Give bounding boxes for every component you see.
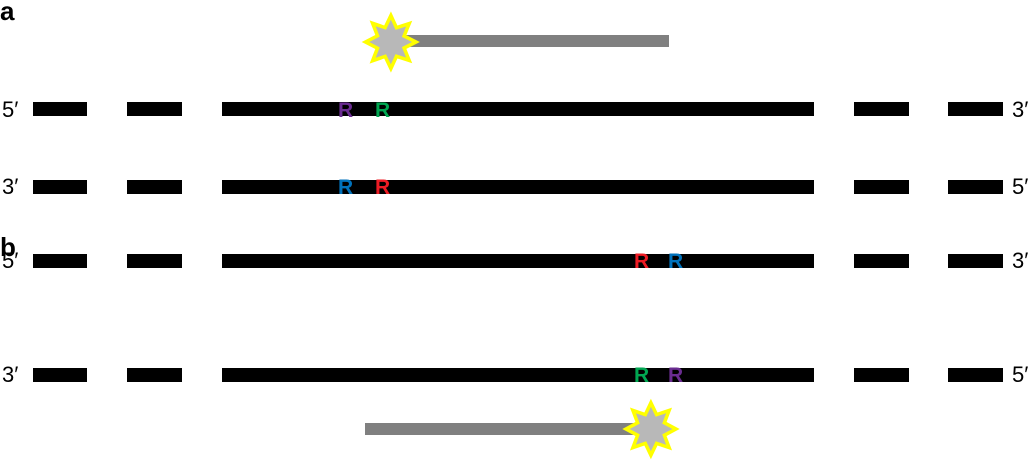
dna-segment — [127, 102, 182, 116]
dna-segment — [854, 180, 909, 194]
panel-b-bottom-base-1: R — [634, 364, 649, 387]
dna-segment — [948, 180, 1003, 194]
dna-segment — [854, 254, 909, 268]
panel-b-strand-top: 5′ R R 3′ — [2, 248, 1028, 273]
dna-segment — [127, 368, 182, 382]
panel-a-bottom-left-end-label: 3′ — [2, 174, 18, 199]
panel-b-bottom-left-end-label: 3′ — [2, 362, 18, 387]
panel-a-primer-strand — [392, 35, 669, 47]
dna-segment — [33, 102, 87, 116]
panel-b-top-base-2: R — [668, 250, 683, 273]
dna-segment — [33, 180, 87, 194]
panel-b-top-right-end-label: 3′ — [1012, 248, 1028, 273]
panel-a-fluorophore-star-icon — [361, 11, 420, 73]
panel-a-strand-top: 5′ R R 3′ — [2, 97, 1028, 122]
panel-a-top-base-1: R — [338, 99, 353, 122]
dna-segment — [222, 102, 814, 116]
dna-segment — [33, 254, 87, 268]
panel-b-bottom-right-end-label: 5′ — [1012, 362, 1028, 387]
dna-segment — [222, 368, 814, 382]
dna-segment — [948, 102, 1003, 116]
dna-segment — [127, 254, 182, 268]
dna-segment — [33, 368, 87, 382]
panel-b-top-left-end-label: 5′ — [2, 248, 18, 273]
panel-b-top-base-1: R — [634, 250, 649, 273]
panel-a-label: a — [0, 0, 15, 26]
panel-b-primer-strand — [365, 423, 645, 435]
panel-b-fluorophore-star-icon — [622, 398, 680, 460]
dna-segment — [222, 180, 814, 194]
panel-a-strand-bottom: 3′ R R 5′ — [2, 174, 1028, 199]
panel-a-bottom-base-2: R — [375, 176, 390, 199]
panel-a-bottom-right-end-label: 5′ — [1012, 174, 1028, 199]
panel-b-bottom-base-2: R — [668, 364, 683, 387]
panel-a-primer — [361, 11, 669, 73]
panel-a-top-right-end-label: 3′ — [1012, 97, 1028, 122]
dna-segment — [222, 254, 814, 268]
dna-segment — [948, 254, 1003, 268]
panel-b-strand-bottom: 3′ R R 5′ — [2, 362, 1028, 387]
dna-segment — [948, 368, 1003, 382]
dna-segment — [854, 368, 909, 382]
panel-a-bottom-base-1: R — [338, 176, 353, 199]
dna-segment — [854, 102, 909, 116]
panel-a-top-base-2: R — [375, 99, 390, 122]
panel-b-label: b — [0, 232, 16, 262]
panel-b-primer — [365, 398, 680, 460]
panel-a-top-left-end-label: 5′ — [2, 97, 18, 122]
dna-segment — [127, 180, 182, 194]
